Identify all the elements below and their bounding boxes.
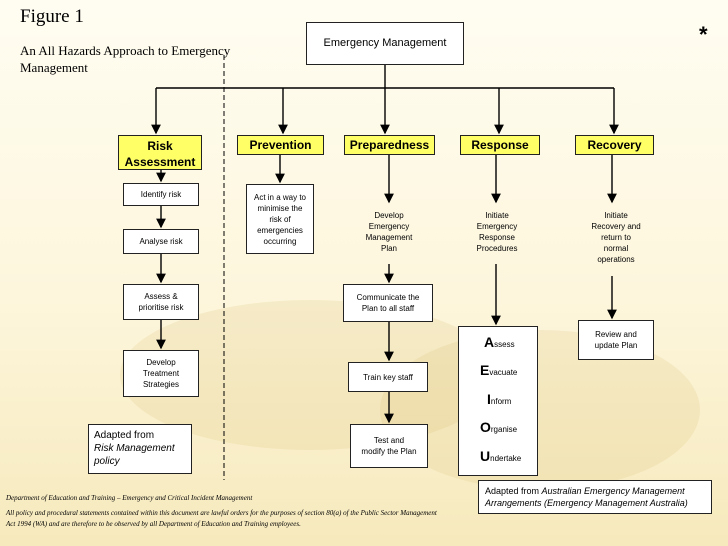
phase-recovery: Recovery — [575, 135, 654, 155]
adapted-left-source: Risk Management policy — [94, 443, 175, 467]
aeiou-box — [458, 326, 538, 476]
step-review-update-plan: Review and update Plan — [578, 320, 654, 360]
step-develop-treatment-strategies: Develop Treatment Strategies — [123, 350, 199, 397]
step-test-modify-plan: Test and modify the Plan — [350, 424, 428, 468]
asterisk-mark: * — [699, 22, 708, 47]
adapted-from-ema: Adapted from Australian Emergency Manage… — [478, 480, 712, 514]
phase-preparedness: Preparedness — [344, 135, 435, 155]
step-initiate-recovery: Initiate Recovery and return to normal o… — [591, 211, 641, 264]
aeiou-evacuate: Evacuate — [480, 362, 518, 378]
adapted-from-risk-policy: Adapted from Risk Management policy — [88, 424, 192, 474]
adapted-right-prefix: Adapted from — [485, 486, 542, 496]
step-develop-plan: Develop Emergency Management Plan — [365, 211, 413, 253]
figure-label: Figure 1 — [20, 6, 84, 27]
phase-prevention: Prevention — [237, 135, 324, 155]
aeiou-inform: Inform — [487, 391, 512, 407]
aeiou-organise: Organise — [480, 419, 518, 435]
aeiou-undertake: Undertake — [480, 448, 522, 464]
aeiou-assess: Assess — [484, 334, 515, 350]
step-act-minimise-risk: Act in a way to minimise the risk of eme… — [246, 184, 314, 254]
footer-department: Department of Education and Training – E… — [6, 494, 253, 502]
step-initiate-response: Initiate Emergency Response Procedures — [476, 211, 518, 253]
phase-response: Response — [460, 135, 540, 155]
adapted-right-source-2: Arrangements (Emergency Management Austr… — [485, 498, 688, 508]
step-analyse-risk: Analyse risk — [123, 229, 199, 254]
figure-title: An All Hazards Approach to Emergency Man… — [20, 43, 231, 75]
step-communicate-plan: Communicate the Plan to all staff — [343, 284, 433, 322]
root-node-emergency-management: Emergency Management — [306, 22, 464, 65]
step-train-key-staff: Train key staff — [348, 362, 428, 392]
step-assess-prioritise-risk: Assess & prioritise risk — [123, 284, 199, 320]
adapted-left-prefix: Adapted from — [94, 430, 155, 441]
footer-policy-line-2: Act 1994 (WA) and are therefore to be ob… — [6, 520, 301, 528]
phase-risk-assessment: Risk Assessment — [118, 135, 202, 170]
step-identify-risk: Identify risk — [123, 183, 199, 206]
footer-policy-line-1: All policy and procedural statements con… — [6, 509, 437, 517]
adapted-right-source-1: Australian Emergency Management — [541, 486, 685, 496]
